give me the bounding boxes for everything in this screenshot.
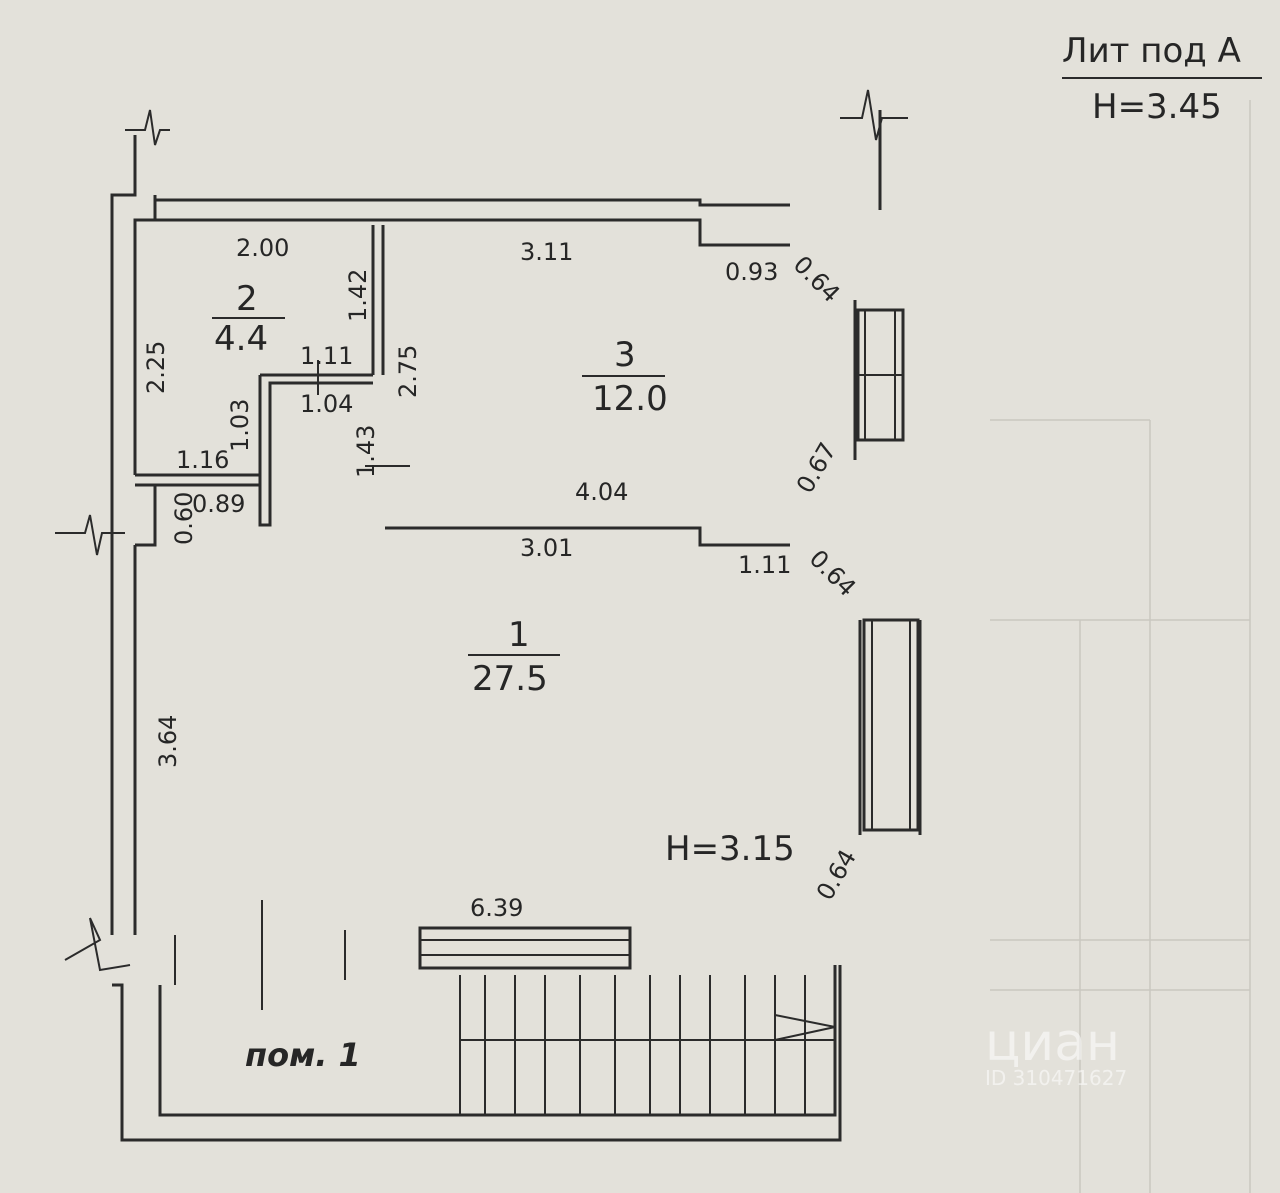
dimension-label: 6.39 — [470, 894, 523, 922]
dimension-label: 3.64 — [154, 715, 182, 768]
room-number: 3 — [614, 335, 636, 375]
room-1-label: 1 27.5 — [468, 615, 560, 699]
dimension-label: 0.93 — [725, 258, 778, 286]
dimension-label: 2.75 — [394, 345, 422, 398]
walls — [110, 110, 922, 1142]
dimension-label: 2.25 — [142, 341, 170, 394]
dimension-label: 0.64 — [811, 845, 862, 905]
dimension-label: 1.43 — [352, 425, 380, 478]
room-area: 27.5 — [472, 659, 548, 699]
dimension-label: 0.60 — [170, 492, 198, 545]
windows — [418, 308, 920, 970]
dimension-label: 4.04 — [575, 478, 628, 506]
dimension-label: 1.03 — [226, 399, 254, 452]
room-number: 1 — [508, 615, 530, 655]
dimension-label: 1.16 — [176, 446, 229, 474]
lit-label: Лит под А — [1062, 31, 1241, 71]
dimension-label: 0.89 — [192, 490, 245, 518]
dimension-label: 1.42 — [344, 269, 372, 322]
lit-height: H=3.45 — [1092, 87, 1222, 127]
watermark-brand: циан — [985, 1013, 1120, 1073]
break-marks — [55, 89, 908, 972]
room-area: 12.0 — [592, 379, 668, 419]
room-3-label: 3 12.0 — [582, 335, 668, 419]
dimension-label: 1.04 — [300, 390, 353, 418]
dimension-label: 1.11 — [738, 551, 791, 579]
dimension-labels: 2.00 3.11 0.93 0.64 1.42 2.25 1.11 1.04 … — [142, 234, 862, 922]
ceiling-height: H=3.15 — [665, 829, 795, 869]
dimension-label: 0.64 — [788, 250, 846, 308]
dimension-label: 0.67 — [791, 438, 842, 498]
room-2-label: 2 4.4 — [212, 279, 285, 359]
watermark-id: ID 310471627 — [985, 1066, 1127, 1090]
dimension-label: 1.11 — [300, 342, 353, 370]
background-table-lines — [990, 100, 1251, 1193]
stairs — [158, 930, 837, 1117]
header-block: Лит под А H=3.45 — [1062, 31, 1262, 127]
premise-label: пом. 1 — [245, 1036, 361, 1074]
dimension-label: 3.01 — [520, 534, 573, 562]
dimension-label: 0.64 — [804, 544, 862, 602]
watermark: циан ID 310471627 — [985, 1013, 1127, 1090]
dimension-label: 2.00 — [236, 234, 289, 262]
dimension-label: 3.11 — [520, 238, 573, 266]
room-number: 2 — [236, 279, 258, 319]
room-area: 4.4 — [214, 319, 268, 359]
